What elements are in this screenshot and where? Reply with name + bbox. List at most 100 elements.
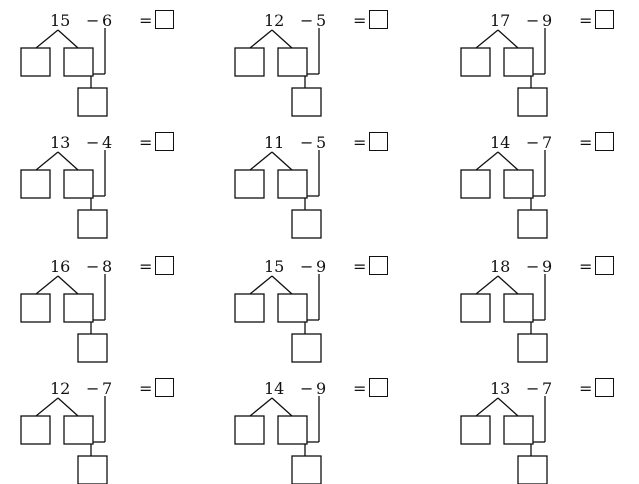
- decomposition-diagram: [20, 28, 108, 117]
- minus-sign: −: [526, 11, 540, 30]
- minus-sign: −: [86, 257, 100, 276]
- minuend: 13: [50, 133, 71, 152]
- answer-box[interactable]: [595, 378, 614, 397]
- equals-sign: =: [353, 133, 367, 152]
- step-result-box[interactable]: [291, 333, 322, 363]
- step-result-box[interactable]: [291, 87, 322, 117]
- subtrahend: 4: [102, 133, 113, 152]
- branch-left-line: [249, 29, 273, 49]
- split-box-left[interactable]: [460, 415, 491, 445]
- branch-right-line: [57, 397, 79, 417]
- split-box-left[interactable]: [20, 293, 51, 323]
- step-result-box[interactable]: [77, 455, 108, 484]
- split-box-right[interactable]: [63, 47, 94, 77]
- answer-box[interactable]: [369, 378, 388, 397]
- decomposition-diagram: [234, 274, 322, 363]
- step-result-box[interactable]: [291, 209, 322, 239]
- equals-sign: =: [353, 379, 367, 398]
- split-box-right[interactable]: [503, 415, 534, 445]
- answer-box[interactable]: [369, 132, 388, 151]
- equals-sign: =: [353, 257, 367, 276]
- equals-sign: =: [579, 133, 593, 152]
- problem-8: 15−9=: [232, 252, 432, 363]
- subtrahend: 7: [542, 379, 553, 398]
- branch-left-line: [249, 397, 273, 417]
- step-result-box[interactable]: [517, 209, 548, 239]
- minuend: 14: [490, 133, 511, 152]
- worksheet: 15−6=12−5=17−9=13−4=11−5=14−7=16−8=15−9=…: [18, 10, 639, 484]
- split-box-right[interactable]: [277, 293, 308, 323]
- equals-sign: =: [353, 11, 367, 30]
- minus-sign: −: [526, 379, 540, 398]
- decomposition-diagram: [234, 396, 322, 484]
- answer-box[interactable]: [369, 10, 388, 29]
- split-box-right[interactable]: [63, 169, 94, 199]
- subtrahend: 9: [542, 257, 553, 276]
- split-box-right[interactable]: [503, 47, 534, 77]
- minuend: 12: [264, 11, 285, 30]
- minuend: 18: [490, 257, 511, 276]
- step-result-box[interactable]: [77, 333, 108, 363]
- answer-box[interactable]: [155, 256, 174, 275]
- split-box-left[interactable]: [234, 293, 265, 323]
- branch-right-line: [57, 151, 79, 171]
- step-result-box[interactable]: [517, 333, 548, 363]
- branch-left-line: [35, 151, 59, 171]
- subtrahend: 5: [316, 11, 327, 30]
- step-result-box[interactable]: [291, 455, 322, 484]
- branch-right-line: [497, 397, 519, 417]
- split-box-left[interactable]: [20, 47, 51, 77]
- split-box-left[interactable]: [234, 47, 265, 77]
- answer-box[interactable]: [369, 256, 388, 275]
- split-box-left[interactable]: [460, 169, 491, 199]
- split-box-left[interactable]: [460, 293, 491, 323]
- problem-6: 14−7=: [458, 128, 639, 239]
- minus-sign: −: [86, 11, 100, 30]
- minus-sign: −: [526, 133, 540, 152]
- answer-box[interactable]: [595, 10, 614, 29]
- subtrahend: 8: [102, 257, 113, 276]
- split-box-right[interactable]: [277, 47, 308, 77]
- split-box-left[interactable]: [20, 415, 51, 445]
- split-box-right[interactable]: [503, 293, 534, 323]
- answer-box[interactable]: [595, 256, 614, 275]
- branch-left-line: [475, 397, 499, 417]
- decomposition-diagram: [460, 274, 548, 363]
- decomposition-diagram: [460, 28, 548, 117]
- split-box-right[interactable]: [277, 415, 308, 445]
- split-box-right[interactable]: [63, 293, 94, 323]
- split-box-left[interactable]: [234, 169, 265, 199]
- minus-sign: −: [526, 257, 540, 276]
- minus-sign: −: [300, 257, 314, 276]
- split-box-right[interactable]: [63, 415, 94, 445]
- subtrahend: 7: [102, 379, 113, 398]
- branch-right-line: [497, 151, 519, 171]
- subtrahend: 9: [316, 379, 327, 398]
- minuend: 11: [264, 133, 285, 152]
- step-result-box[interactable]: [77, 87, 108, 117]
- branch-left-line: [475, 275, 499, 295]
- split-box-left[interactable]: [20, 169, 51, 199]
- minuend: 16: [50, 257, 71, 276]
- step-result-box[interactable]: [517, 455, 548, 484]
- problem-10: 12−7=: [18, 374, 218, 484]
- minuend: 15: [50, 11, 71, 30]
- step-result-box[interactable]: [77, 209, 108, 239]
- answer-box[interactable]: [155, 378, 174, 397]
- split-box-left[interactable]: [460, 47, 491, 77]
- answer-box[interactable]: [155, 132, 174, 151]
- decomposition-diagram: [234, 28, 322, 117]
- minuend: 14: [264, 379, 285, 398]
- branch-left-line: [35, 29, 59, 49]
- decomposition-diagram: [234, 150, 322, 239]
- answer-box[interactable]: [155, 10, 174, 29]
- step-result-box[interactable]: [517, 87, 548, 117]
- problem-4: 13−4=: [18, 128, 218, 239]
- split-box-right[interactable]: [503, 169, 534, 199]
- minuend: 12: [50, 379, 71, 398]
- problem-7: 16−8=: [18, 252, 218, 363]
- split-box-left[interactable]: [234, 415, 265, 445]
- answer-box[interactable]: [595, 132, 614, 151]
- split-box-right[interactable]: [277, 169, 308, 199]
- subtrahend: 5: [316, 133, 327, 152]
